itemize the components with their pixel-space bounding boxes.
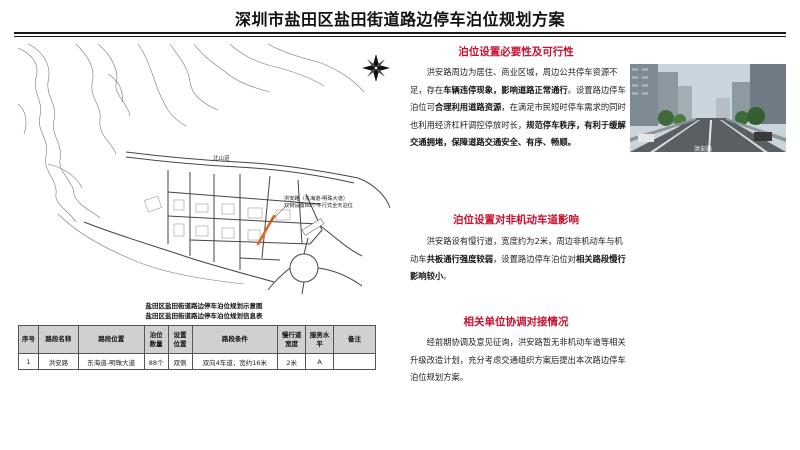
col-header: 设置位置	[167, 325, 193, 354]
table-cell: 2米	[277, 353, 307, 370]
title-divider	[14, 32, 786, 34]
col-header: 序号	[18, 325, 39, 354]
parking-callout: 洪安路（东海道-明珠大道） 双侧设置88个平行式全天泊位	[284, 196, 353, 210]
body-text: 洪安路周边为居住、商业区域，周边公共停车资源不足，存在	[410, 67, 618, 95]
table-cell: 1	[18, 353, 39, 370]
parking-info-table: 序号 路段名称 路段位置 泊位数量 设置位置 路段条件 慢行道宽度 服务水平 备…	[18, 325, 376, 370]
callout-line-1: 洪安路（东海道-明珠大道）	[284, 196, 349, 202]
road-label-beishan: 北山道	[213, 156, 230, 162]
emphasis-text: 合理利用道路资源	[434, 102, 502, 112]
table-header-row: 序号 路段名称 路段位置 泊位数量 设置位置 路段条件 慢行道宽度 服务水平 备…	[18, 325, 376, 354]
section-body-nonmotor-impact: 洪安路设有慢行道，宽度约为2米，周边非机动车与机动车共板通行强度较弱，设置路边停…	[410, 233, 626, 286]
page-title: 深圳市盐田区盐田街道路边停车泊位规划方案	[234, 10, 565, 29]
col-header: 服务水平	[305, 325, 335, 354]
emphasis-text: 车辆违停现象，影响道路正常通行	[443, 84, 568, 95]
section-body-coordination: 经前期协调及意见征询，洪安路暂无非机动车道等相关升级改造计划，充分考虑交通组织方…	[410, 334, 626, 387]
table-cell: 双向4车道，宽约16米	[191, 353, 279, 370]
table-cell: 东海道-明珠大道	[77, 353, 145, 370]
col-header: 慢行道宽度	[277, 325, 307, 354]
table-caption: 盐田区盐田街道路边停车泊位规划信息表	[145, 312, 263, 320]
section-title-coordination: 相关单位协调对接情况	[463, 316, 569, 328]
emphasis-text: 共板通行强度较弱	[426, 253, 493, 264]
map-caption: 盐田区盐田街道路边停车泊位规划示意图	[145, 302, 263, 310]
col-header: 路段位置	[77, 325, 145, 354]
callout-line-2: 双侧设置88个平行式全天泊位	[284, 203, 353, 209]
body-text: 。设置路边停车泊位可	[410, 84, 626, 113]
street-photo	[630, 64, 786, 152]
section-title-necessity: 泊位设置必要性及可行性	[458, 46, 574, 58]
table-cell: 88个	[143, 353, 169, 370]
body-text: ，设置路边停车泊位对	[493, 253, 576, 264]
emphasis-text: 规范停车秩序，有利于缓解交通拥堵，保障道路交通安全、有序、畅顺。	[410, 119, 626, 148]
table-cell: 双侧	[167, 353, 193, 370]
planning-map	[18, 44, 390, 294]
emphasis-text: 相关路段慢行影响较小	[410, 253, 626, 282]
col-header: 路段名称	[37, 325, 79, 354]
body-text: 洪安路设有慢行道，宽度约为2米，周边非机动车与机动车	[410, 236, 623, 264]
compass-rose-icon	[362, 54, 390, 82]
col-header: 泊位数量	[143, 325, 169, 354]
table-cell: A	[305, 353, 335, 370]
title-divider-thin	[14, 36, 786, 37]
section-body-necessity: 洪安路周边为居住、商业区域，周边公共停车资源不足，存在车辆违停现象，影响道路正常…	[410, 64, 626, 152]
photo-label: 洪安路	[694, 146, 713, 153]
col-header: 备注	[333, 325, 376, 354]
col-header: 路段条件	[191, 325, 279, 354]
table-cell: 洪安路	[37, 353, 79, 370]
body-text: 经前期协调及意见征询，洪安路暂无非机动车道等相关升级改造计划，充分考虑交通组织方…	[410, 337, 626, 382]
body-text: 。	[443, 271, 452, 281]
section-title-nonmotor-impact: 泊位设置对非机动车道影响	[453, 214, 579, 226]
body-text: ，在满足市民短时停车需求的同时也利用经济杠杆调控停放时长，	[410, 102, 626, 130]
table-row: 1 洪安路 东海道-明珠大道 88个 双侧 双向4车道，宽约16米 2米 A	[18, 353, 376, 370]
table-cell	[333, 353, 376, 370]
